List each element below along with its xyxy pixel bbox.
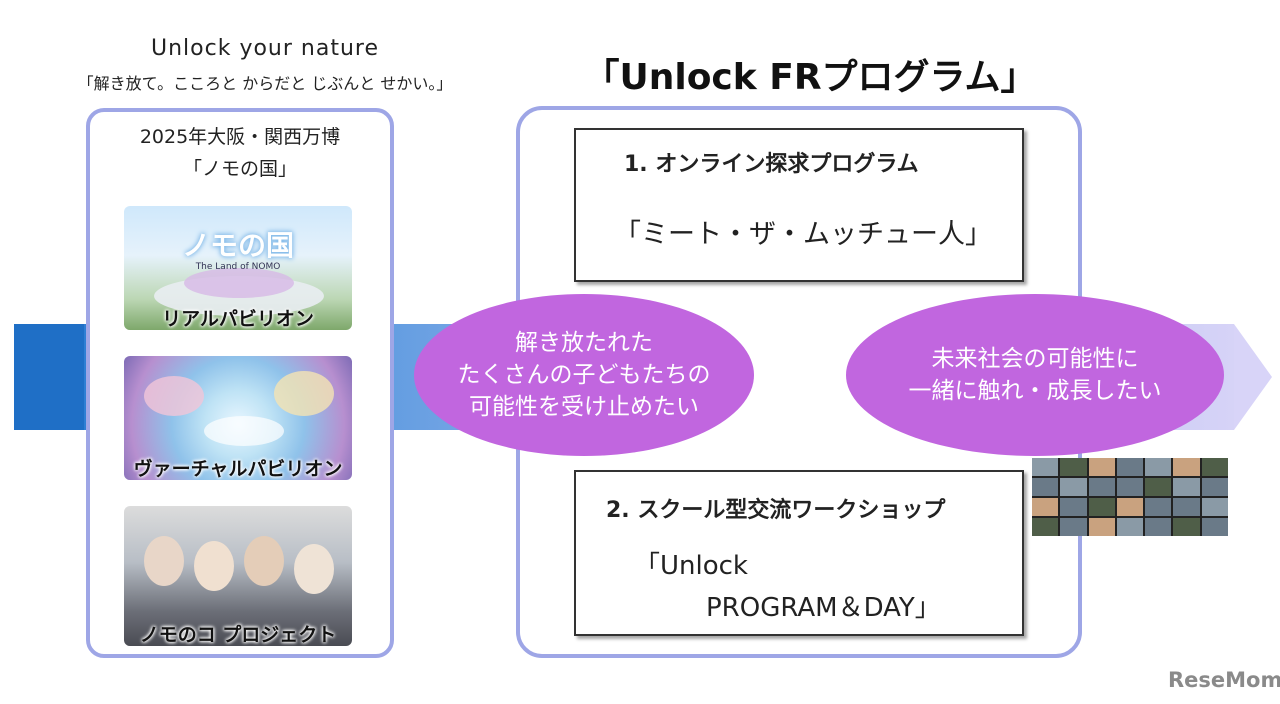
program-1-box [574, 128, 1024, 282]
program-2-heading: 2. スクール型交流ワークショップ [606, 498, 946, 523]
goal-ellipse-2: 未来社会の可能性に 一緒に触れ・成長したい [846, 294, 1224, 456]
goal-1-line: たくさんの子どもたちの [457, 362, 711, 388]
program-1-subtitle: 「ミート・ザ・ムッチュー人」 [614, 219, 992, 250]
virtual-pavilion-label: ヴァーチャルパビリオン [133, 458, 343, 480]
nomo-logo: ノモの国 [181, 229, 294, 262]
resemom-watermark-logo: ReseMom [1168, 668, 1280, 692]
tagline-english: Unlock your nature [151, 36, 379, 61]
virtual-pavilion-photo: ヴァーチャルパビリオン [124, 356, 352, 480]
online-session-photo [1032, 458, 1228, 536]
program-2-subtitle-line1: 「Unlock [634, 551, 748, 581]
nomo-logo-subtitle: The Land of NOMO [195, 262, 281, 272]
program-title: 「Unlock FRプログラム」 [583, 57, 1037, 98]
arrow-band-start [14, 324, 84, 430]
expo-subtitle: 「ノモの国」 [182, 158, 297, 180]
goal-1-line: 解き放たれた [515, 330, 653, 356]
real-pavilion-photo: ノモの国 The Land of NOMO リアルパビリオン [124, 206, 352, 330]
program-2-box [574, 470, 1024, 636]
program-1-heading: 1. オンライン探求プログラム [624, 152, 919, 177]
goal-ellipse-1: 解き放たれた たくさんの子どもたちの 可能性を受け止めたい [414, 294, 754, 456]
goal-2-line: 一緒に触れ・成長したい [908, 378, 1162, 404]
goal-2-line: 未来社会の可能性に [931, 346, 1139, 372]
program-2-subtitle-line2: PROGRAM＆DAY」 [706, 593, 941, 623]
expo-title: 2025年大阪・関西万博 [139, 126, 341, 148]
real-pavilion-label: リアルパビリオン [162, 308, 314, 330]
nomo-project-photo: ノモのコ プロジェクト [124, 506, 352, 646]
arrow-head [1234, 324, 1272, 430]
tagline-japanese: 「解き放て。こころと からだと じぶんと せかい。」 [77, 74, 453, 93]
goal-1-line: 可能性を受け止めたい [469, 394, 699, 420]
nomo-project-label: ノモのコ プロジェクト [139, 624, 337, 646]
